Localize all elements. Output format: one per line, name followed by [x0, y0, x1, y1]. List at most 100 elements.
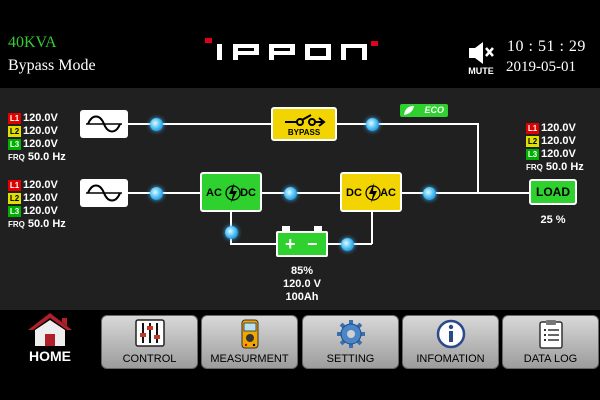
battery-capacity: 85% [290, 265, 314, 277]
rectifier-in-label: AC [206, 187, 222, 199]
main-source [80, 179, 128, 207]
leaf-icon [404, 106, 414, 115]
phase-tag-l3: L3 [8, 206, 21, 217]
measurement-button[interactable]: MEASURMENT [201, 315, 298, 369]
lightning-icon [365, 183, 381, 203]
phase-tag-l3: L3 [526, 149, 539, 160]
measurement-label: MEASURMENT [210, 353, 289, 365]
bypass-drop-line [477, 123, 479, 193]
header: 40KVA Bypass Mode MUTE 10 : 51 : 29 2019… [0, 0, 600, 78]
phase-voltage: 120.0V [23, 205, 58, 217]
setting-button[interactable]: SETTING [302, 315, 399, 369]
switch-icon [285, 114, 326, 127]
battery-voltage: 120.0 V [283, 278, 321, 290]
info-icon [436, 319, 466, 349]
inverter-block: DC AC [340, 172, 402, 212]
flow-dot [284, 187, 297, 200]
eco-label: ECO [424, 105, 444, 115]
battery-info: 85% 120.0 V 100Ah [250, 265, 354, 304]
rectifier-out-label: DC [240, 187, 256, 199]
eco-badge: ECO [400, 104, 448, 117]
phase-voltage: 120.0V [23, 179, 58, 191]
frequency-value: 50.0 Hz [27, 218, 66, 230]
frequency-label: FRQ [8, 220, 25, 229]
phase-tag-l1: L1 [526, 123, 539, 134]
inverter-out-label: AC [380, 187, 396, 199]
bypass-input-line [128, 123, 271, 125]
inverter-in-label: DC [346, 187, 362, 199]
sliders-icon [135, 319, 165, 347]
phase-voltage: 120.0V [541, 122, 576, 134]
phase-tag-l3: L3 [8, 139, 21, 150]
control-button[interactable]: CONTROL [101, 315, 198, 369]
home-label: HOME [29, 348, 71, 364]
clock-date: 2019-05-01 [506, 59, 576, 75]
data-log-button[interactable]: DATA LOG [502, 315, 599, 369]
bypass-source [80, 110, 128, 138]
home-button[interactable]: HOME [18, 310, 82, 370]
battery-amp-hours: 100Ah [285, 291, 319, 303]
phase-voltage: 120.0V [541, 135, 576, 147]
phase-voltage: 120.0V [23, 112, 58, 124]
phase-voltage: 120.0V [23, 138, 58, 150]
data-log-label: DATA LOG [523, 353, 578, 365]
setting-label: SETTING [326, 353, 375, 365]
clipboard-icon [539, 320, 563, 349]
multimeter-icon [241, 319, 259, 349]
battery-icon: + − [276, 231, 328, 257]
battery-plus: + [285, 234, 296, 254]
ups-capacity: 40KVA [8, 34, 57, 51]
speaker-mute-icon [469, 42, 494, 64]
load-block: LOAD [529, 179, 577, 205]
phase-voltage: 120.0V [541, 148, 576, 160]
load-percent: 25 % [540, 214, 566, 226]
phase-voltage: 120.0V [23, 192, 58, 204]
lightning-icon [225, 183, 241, 203]
flow-dot [341, 238, 354, 251]
flow-dot [150, 187, 163, 200]
operating-mode: Bypass Mode [8, 57, 96, 74]
control-label: CONTROL [122, 353, 177, 365]
flow-dot [225, 226, 238, 239]
phase-voltage: 120.0V [23, 125, 58, 137]
information-button[interactable]: INFOMATION [402, 315, 499, 369]
flow-dot [366, 118, 379, 131]
bypass-label: BYPASS [287, 128, 321, 137]
inverter-output-line [402, 192, 529, 194]
home-icon [28, 313, 72, 346]
phase-tag-l2: L2 [526, 136, 539, 147]
frequency-value: 50.0 Hz [27, 151, 66, 163]
mute-button[interactable]: MUTE [466, 40, 496, 76]
phase-tag-l1: L1 [8, 113, 21, 124]
battery-terminal [314, 226, 322, 231]
main-input-line [128, 192, 200, 194]
flow-dot [423, 187, 436, 200]
flow-dot [150, 118, 163, 131]
frequency-value: 50.0 Hz [545, 161, 584, 173]
clock-time: 10 : 51 : 29 [507, 38, 586, 55]
sine-wave-icon [86, 184, 122, 202]
information-label: INFOMATION [416, 353, 485, 365]
sine-wave-icon [86, 115, 122, 133]
bottom-nav: HOME CONTROL MEASURMENT [0, 310, 600, 400]
frequency-label: FRQ [8, 153, 25, 162]
dc-bus-line [262, 192, 340, 194]
gear-icon [337, 320, 365, 348]
rectifier-block: AC DC [200, 172, 262, 212]
